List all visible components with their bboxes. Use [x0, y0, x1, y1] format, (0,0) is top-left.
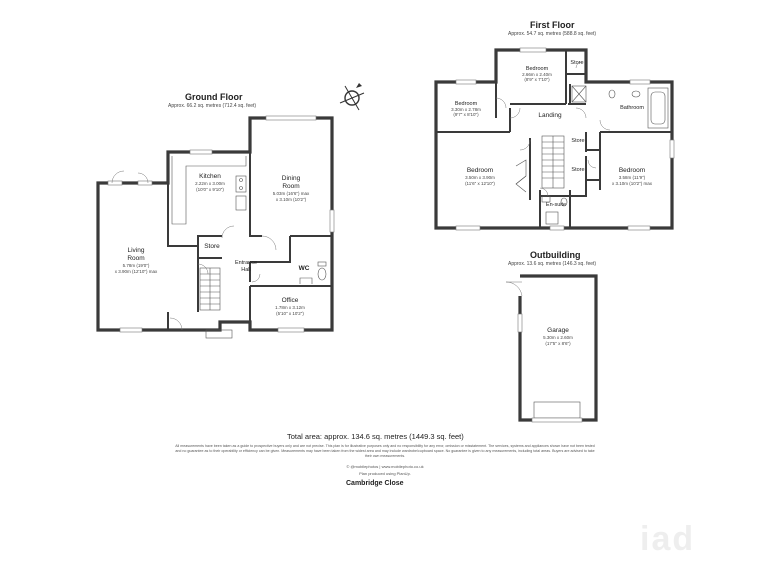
ensuite-label: En-suite — [546, 202, 566, 208]
office-label: Office — [282, 297, 299, 304]
landing-label: Landing — [538, 112, 562, 119]
entrance-hall-label-2: Hall — [241, 267, 250, 273]
bedroom-left-label: Bedroom — [455, 101, 478, 107]
first-floor-title: First Floor — [530, 20, 575, 30]
outbuilding-area: Approx. 13.6 sq. metres (146.3 sq. feet) — [508, 261, 597, 267]
first-floor-plan — [434, 47, 675, 231]
bedroom-main-dim-2: (11'6" x 12'10") — [465, 181, 495, 186]
bedroom-right-dim-1: 3.58m (11'9") — [619, 175, 646, 180]
watermark-logo: iad — [640, 520, 696, 558]
store-mid1-label: Store — [571, 138, 584, 144]
bedroom-main-dim-1: 3.50m x 3.90m — [465, 175, 495, 180]
kitchen-dim-2: (10'0" x 9'10") — [196, 187, 224, 192]
kitchen-label: Kitchen — [199, 173, 221, 180]
compass-icon — [339, 83, 365, 111]
bedroom-left-dim-2: (9'7" x 8'10") — [453, 112, 479, 117]
outbuilding-plan — [505, 274, 598, 423]
store-top-label: Store — [570, 60, 583, 66]
bedroom-main-label: Bedroom — [467, 167, 493, 174]
bedroom-top-label: Bedroom — [526, 66, 549, 72]
dining-room-dim-1: 5.03m (16'6") max — [273, 191, 310, 196]
office-dim-1: 1.78m x 3.12m — [275, 305, 305, 310]
store-label: Store — [204, 243, 220, 250]
dining-room-label-2: Room — [282, 183, 299, 190]
living-room-dim-1: 5.78m (19'0") — [123, 263, 150, 268]
credit-planup: Plan produced using PlanUp. — [359, 471, 411, 476]
garage-dim-2: (17'5" x 8'6") — [545, 341, 571, 346]
garage-label: Garage — [547, 327, 569, 334]
credit-photos: © @mobilephotos | www.mobilephoto.co.uk — [346, 464, 424, 469]
dining-room-label-1: Dining — [282, 175, 301, 182]
living-room-label-1: Living — [128, 247, 145, 254]
bedroom-left-dim-1: 3.30m x 2.78m — [451, 107, 481, 112]
bedroom-right-dim-2: x 3.10m (10'2") max — [612, 181, 653, 186]
living-room-dim-2: x 3.90m (12'10") max — [115, 269, 158, 274]
bedroom-right-label: Bedroom — [619, 167, 645, 174]
office-dim-2: (5'10" x 10'2") — [276, 311, 304, 316]
wc-label: WC — [299, 265, 310, 272]
ground-floor-plan — [96, 115, 335, 339]
total-area: Total area: approx. 134.6 sq. metres (14… — [287, 432, 464, 441]
store-mid2-label: Store — [571, 167, 584, 173]
garage-dim-1: 5.30m x 2.60m — [543, 335, 573, 340]
dining-room-dim-2: x 3.10m (10'2") — [276, 197, 307, 202]
kitchen-dim-1: 2.22m x 3.00m — [195, 181, 225, 186]
entrance-hall-label-1: Entrance — [235, 260, 257, 266]
ground-floor-area: Approx. 66.2 sq. metres (712.4 sq. feet) — [168, 103, 257, 109]
bedroom-top-dim-2: (8'9" x 7'10") — [524, 77, 550, 82]
bathroom-label: Bathroom — [620, 105, 644, 111]
living-room-label-2: Room — [127, 255, 144, 262]
address-label: Cambridge Close — [346, 480, 404, 487]
disclaimer: All measurements have been taken as a gu… — [175, 444, 595, 458]
outbuilding-title: Outbuilding — [530, 250, 581, 260]
bedroom-top-dim-1: 2.66m x 2.40m — [522, 72, 552, 77]
first-floor-area: Approx. 54.7 sq. metres (588.8 sq. feet) — [508, 31, 597, 37]
ground-floor-title: Ground Floor — [185, 92, 243, 102]
